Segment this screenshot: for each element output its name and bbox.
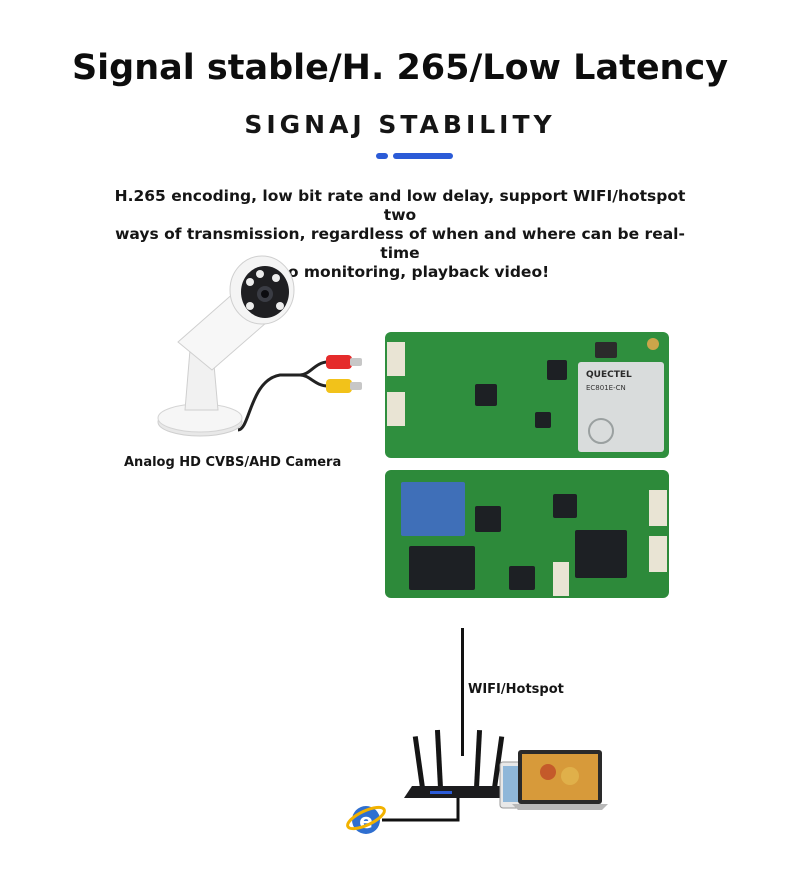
processor-chip (509, 566, 535, 590)
bullet-camera-illustration (157, 255, 362, 437)
camera-caption: Analog HD CVBS/AHD Camera (124, 455, 342, 470)
connector-header (387, 342, 405, 376)
processor-chip (547, 360, 567, 380)
processor-chip (475, 384, 497, 406)
inductor (595, 342, 617, 358)
description-line-1: H.265 encoding, low bit rate and low del… (114, 187, 686, 224)
section-subtitle: SIGNAJ STABILITY (244, 110, 556, 139)
encoder-board-top: QUECTEL EC801E-CN (385, 332, 669, 458)
connector-header (649, 536, 667, 572)
feature-description: H.265 encoding, low bit rate and low del… (110, 187, 690, 282)
module-model-label: EC801E-CN (586, 384, 626, 392)
processor-chip (475, 506, 501, 532)
memory-chip (409, 546, 475, 590)
wifi-module (401, 482, 465, 536)
accent-bar-short (376, 153, 388, 159)
soc-chip (575, 530, 627, 578)
description-line-2: ways of transmission, regardless of when… (115, 225, 685, 262)
connection-line (461, 628, 464, 756)
connector-header (649, 490, 667, 526)
connector-header (553, 562, 569, 596)
processor-chip (553, 494, 577, 518)
processor-chip (535, 412, 551, 428)
cellular-module: QUECTEL EC801E-CN (578, 362, 664, 452)
router-devices-illustration: e (346, 729, 608, 834)
network-caption: WIFI/Hotspot (468, 682, 564, 697)
description-line-3: video monitoring, playback video! (250, 263, 550, 281)
encoder-board-bottom (385, 470, 669, 598)
logo-icon (588, 418, 614, 444)
page-title: Signal stable/H. 265/Low Latency (71, 48, 729, 88)
connector-header (387, 392, 405, 426)
module-brand-label: QUECTEL (586, 370, 632, 380)
antenna-connector (647, 338, 659, 350)
accent-bar-long (393, 153, 453, 159)
